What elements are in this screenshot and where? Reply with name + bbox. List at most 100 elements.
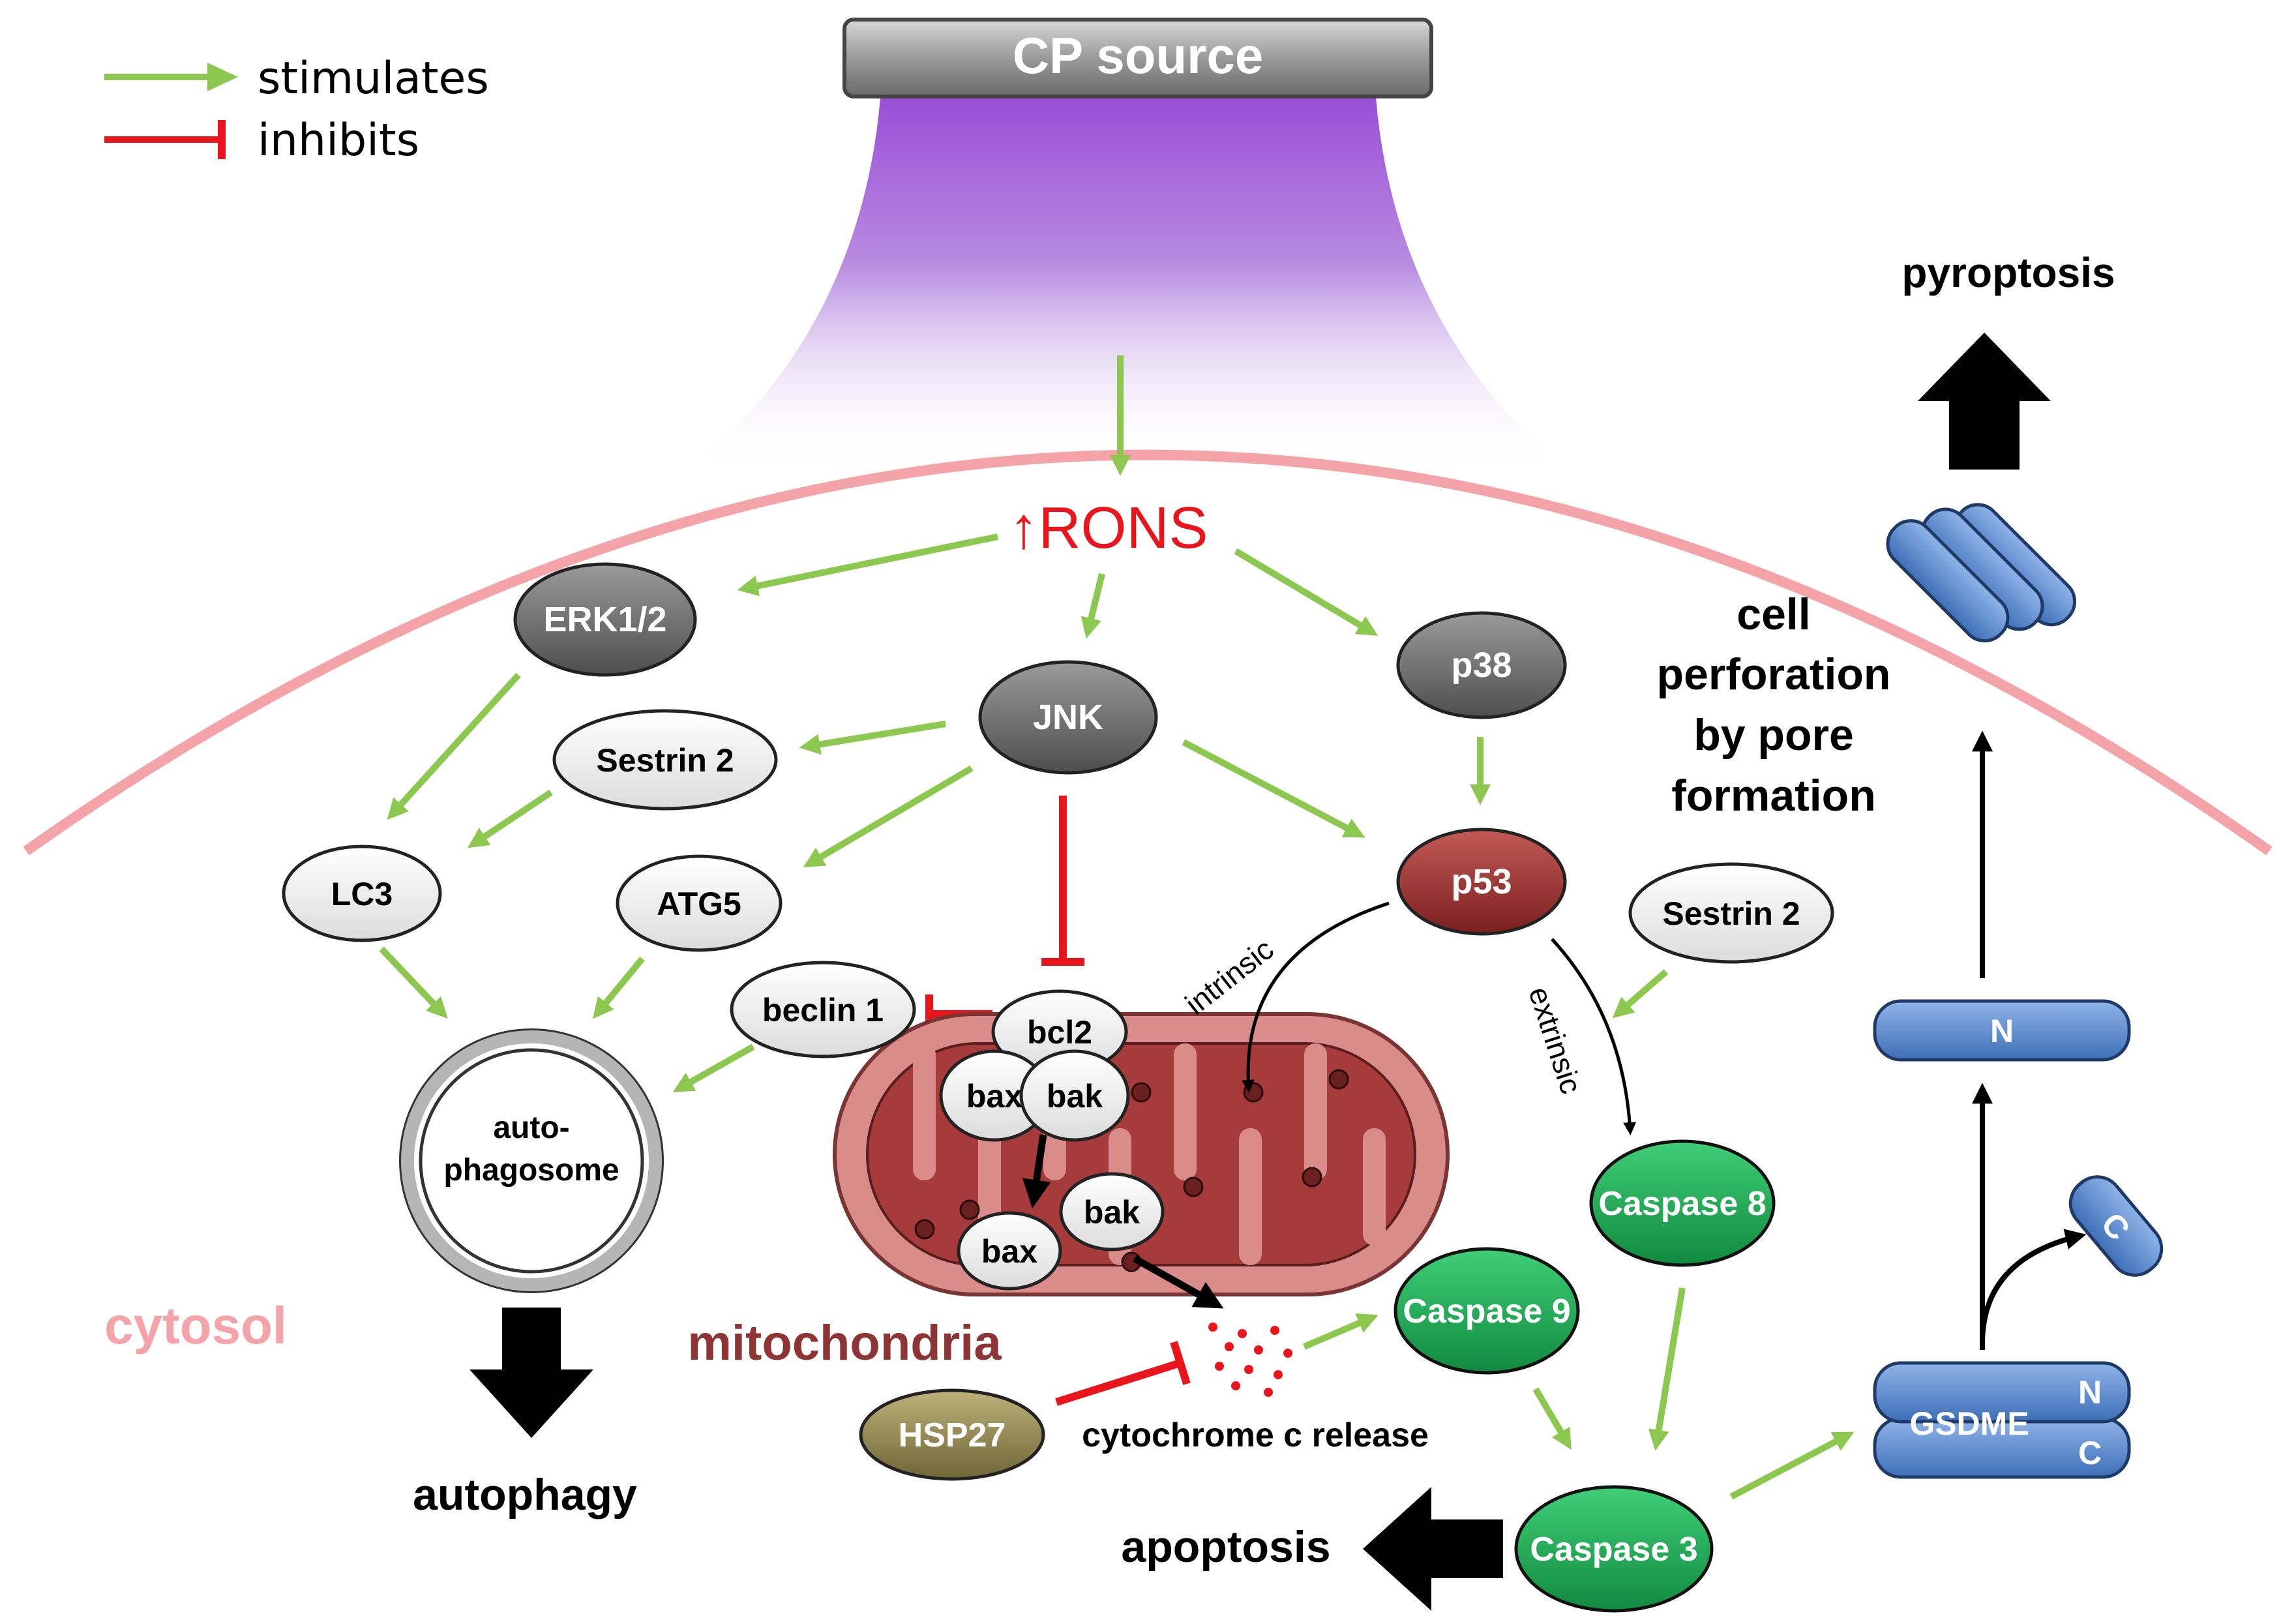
n-fragment-label: N [1990,1013,2014,1049]
legend: stimulates inhibits [104,53,489,166]
arrow-rons-jnk [1081,573,1105,639]
autophagosome-label-line1: auto- [493,1111,569,1145]
atg5-node [616,854,783,952]
autophagosome-inner [419,1048,644,1274]
gsdme-n-label: N [2078,1374,2102,1411]
arrow-jnk-p53 [1182,739,1365,838]
hsp27-label: HSP27 [899,1416,1006,1454]
perforation-line2: perforation [1657,650,1891,699]
c-fragment: C [2068,1175,2164,1277]
mitochondria-label: mitochondria [687,1315,1002,1371]
arrow-rons-erk [737,533,999,597]
extrinsic-label: extrinsic [1522,983,1588,1098]
atg5-label: ATG5 [657,886,741,922]
arrow-caspase9-caspase3 [1532,1387,1572,1450]
plasma-beam [691,98,1565,470]
cytochrome-label: cytochrome c release [1082,1416,1429,1454]
gsdme-label: GSDME [1909,1405,2029,1442]
cp-source-bar [842,18,1433,98]
lc3-label: LC3 [331,876,393,912]
pyroptosis-block-arrow [1918,333,2051,470]
cytochrome-c-dots [1208,1323,1292,1397]
arrow-extrinsic [1551,938,1637,1135]
arrow-lc3-autophagosome [379,946,448,1019]
sestrin-right-label: Sestrin 2 [1662,895,1800,932]
arrow-c-release [1980,1229,2087,1344]
legend-inhibit-label: inhibits [258,115,419,166]
p53-node [1396,828,1567,936]
perforation-line1: cell [1737,590,1810,639]
autophagy-block-arrow [470,1308,593,1438]
sestrin-left-label: Sestrin 2 [596,742,734,779]
inhibit-hsp27-cytochrome-bar [1170,1341,1191,1385]
arrow-cytochrome-release [1133,1255,1224,1309]
pyroptosis-label: pyroptosis [1901,249,2115,296]
arrow-atg5-autophagosome [592,956,645,1019]
arrow-erk-lc3 [387,672,521,820]
arrow-sestrin-caspase8 [1612,969,1669,1019]
bcl2-label: bcl2 [1027,1014,1092,1051]
autophagosome: auto- phagosome [399,1028,664,1293]
black-arrows [1022,730,2087,1350]
caspase3-node [1514,1485,1714,1613]
bax-bottom-label: bax [981,1233,1037,1270]
cytosol-label: cytosol [104,1296,287,1354]
jnk-label: JNK [1033,698,1103,737]
gsdme-c-label: C [2078,1435,2102,1471]
perforation-line3: by pore [1693,710,1854,760]
bak-top-label: bak [1047,1078,1103,1115]
gsdme-complex: GSDME N C [1873,1361,2131,1479]
bak-bottom-node [1059,1172,1165,1251]
bak-top-node [1019,1049,1130,1142]
arrow-beclin-autophagosome [672,1043,755,1092]
arrow-caspase3-gsdme [1729,1431,1855,1500]
inhibit-hsp27-cytochrome [1055,1359,1182,1406]
erk-node [513,562,697,677]
autophagosome-label-line2: phagosome [443,1153,619,1188]
beclin-label: beclin 1 [762,992,884,1028]
arrow-rons-p38 [1234,548,1379,636]
caspase3-label: Caspase 3 [1530,1531,1697,1568]
sestrin-left-node [552,709,778,811]
gsdme-pore [1886,503,2076,643]
bax-top-label: bax [966,1078,1022,1115]
cp-source-label: CP source [1013,27,1263,84]
arrow-jnk-sestrin [799,721,946,755]
hsp27-node [859,1388,1045,1481]
perforation-line4: formation [1671,771,1876,820]
c-fragment-body [2068,1175,2164,1277]
stimulate-arrows [379,355,1855,1500]
arrow-intrinsic [1242,901,1390,1093]
jnk-node [978,660,1158,775]
bak-bottom-label: bak [1084,1194,1140,1231]
lc3-node [282,845,442,942]
p38-node [1396,611,1567,719]
caspase9-label: Caspase 9 [1403,1293,1570,1330]
apoptosis-label: apoptosis [1121,1522,1330,1572]
beclin-node [730,961,916,1058]
erk-label: ERK1/2 [543,600,666,639]
intrinsic-label: intrinsic [1179,932,1280,1021]
caspase9-node [1394,1247,1580,1375]
gsdme-n-segment [1873,1361,2131,1424]
caspase8-label: Caspase 8 [1598,1185,1766,1223]
n-fragment [1873,999,2131,1062]
legend-stimulate-arrowhead [207,63,238,91]
arrow-bax-translocation [1022,1134,1051,1209]
p38-label: p38 [1451,646,1512,685]
rons-label: ↑RONS [1009,496,1208,561]
apoptosis-block-arrow [1363,1487,1503,1611]
pore-cylinder-front [1886,519,2010,643]
p53-label: p53 [1451,862,1512,901]
legend-stimulate-label: stimulates [258,53,489,104]
cell-membrane [23,449,2273,856]
arrow-jnk-atg5 [803,765,974,867]
mitochondrion [833,1012,1450,1296]
arrow-cytochrome-caspase9 [1303,1313,1379,1350]
autophagosome-ring [401,1030,662,1291]
arrow-sestrin-lc3 [468,789,553,848]
caspase8-node [1589,1139,1776,1267]
arrow-caspase8-caspase3 [1648,1287,1686,1451]
bax-bottom-node [957,1211,1062,1291]
